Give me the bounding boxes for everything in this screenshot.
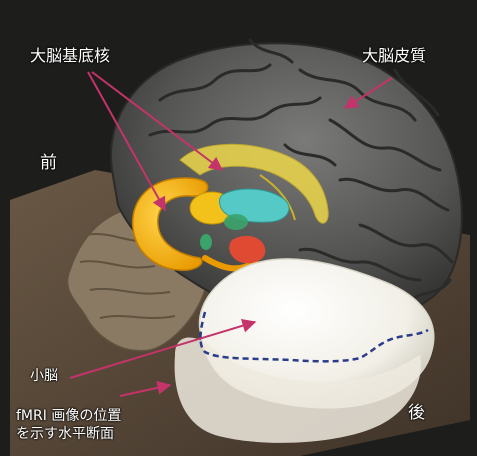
green-nucleus xyxy=(200,234,212,250)
label-front: 前 xyxy=(40,148,57,173)
label-basal-ganglia: 大脳基底核 xyxy=(30,42,110,66)
label-fmri-plane-line2: を示す水平断面 xyxy=(16,426,114,443)
hypothalamus-nucleus xyxy=(224,214,248,230)
label-fmri-plane-line1: fMRI 画像の位置 xyxy=(16,408,121,425)
label-cerebellum: 小脳 xyxy=(30,368,58,385)
label-cerebral-cortex: 大脳皮質 xyxy=(362,42,426,66)
label-back: 後 xyxy=(408,398,425,423)
